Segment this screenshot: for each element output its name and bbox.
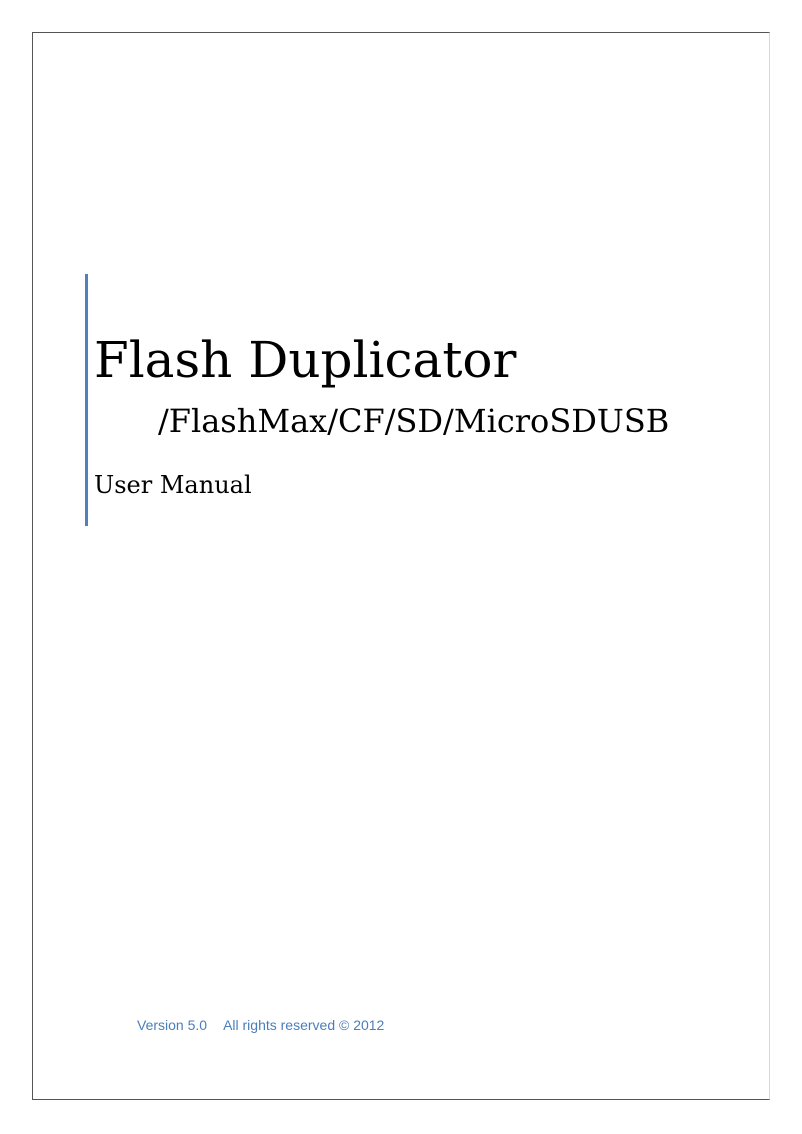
- copyright-text: All rights reserved © 2012: [223, 1017, 385, 1033]
- footer: Version 5.0 All rights reserved © 2012: [137, 1017, 384, 1034]
- page: [32, 32, 770, 1100]
- document-title: Flash Duplicator: [94, 331, 517, 389]
- document-type: User Manual: [94, 471, 252, 499]
- version-text: Version 5.0: [137, 1017, 208, 1033]
- accent-bar: [85, 274, 88, 526]
- document-subtitle: /FlashMax/CF/SD/MicroSDUSB: [158, 402, 670, 440]
